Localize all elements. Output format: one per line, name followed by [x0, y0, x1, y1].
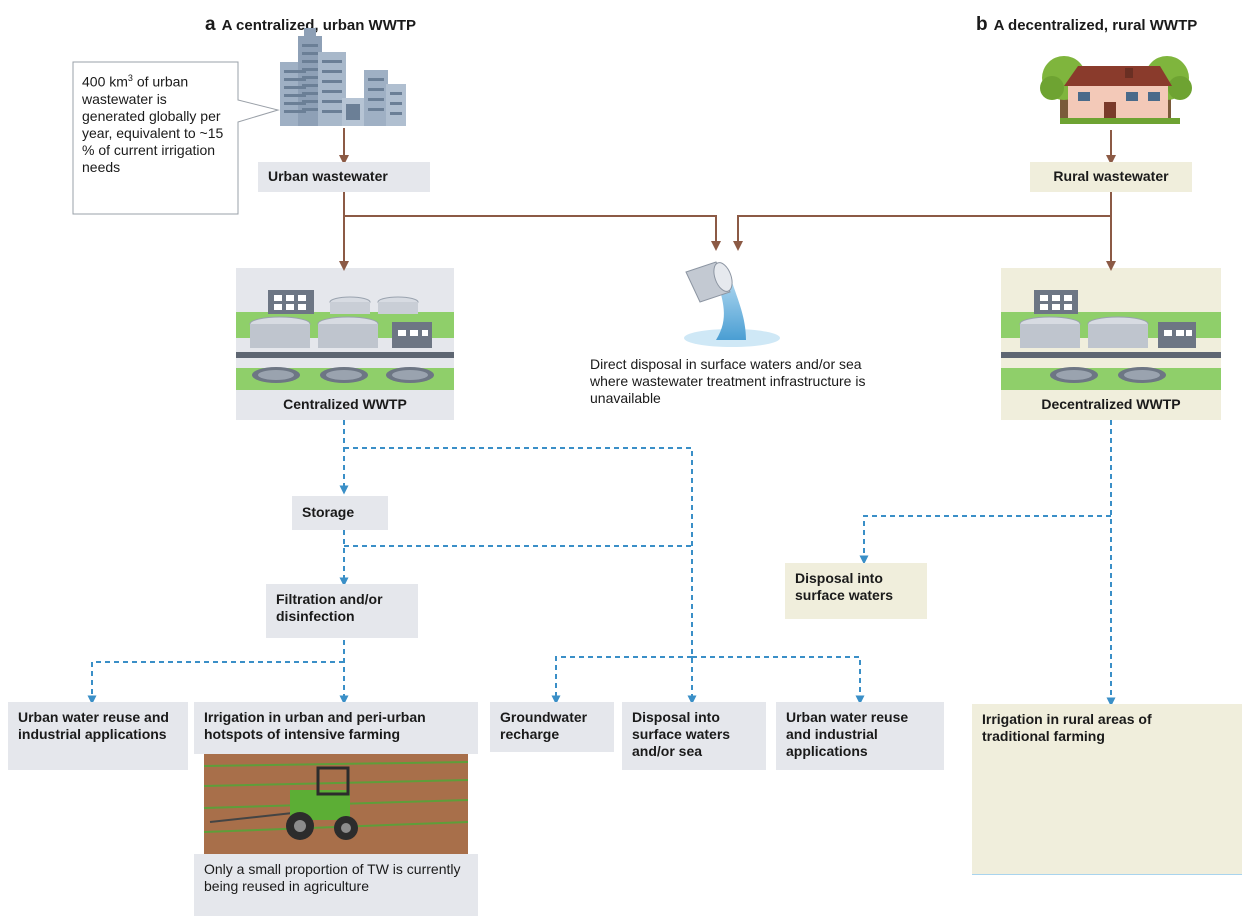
- callout-volume: 400 km: [82, 73, 128, 90]
- callout-shape: [72, 61, 280, 215]
- callout-text: 400 km3 of urban wastewater is generated…: [82, 70, 232, 176]
- decentralized-wwtp-label: Decentralized WWTP: [1001, 392, 1221, 420]
- disposal-sea-label: Disposal into surface waters and/or sea: [622, 702, 766, 770]
- callout-superscript: 3: [127, 73, 133, 83]
- rural-house-icon: [1040, 56, 1192, 124]
- urban-reuse-label-1: Urban water reuse and industrial applica…: [8, 702, 188, 770]
- irrigation-rural-label: Irrigation in rural areas of traditional…: [972, 704, 1242, 874]
- panel-a-letter: a: [205, 14, 216, 35]
- city-buildings-icon: [280, 28, 406, 126]
- panel-a-title: a A centralized, urban WWTP: [205, 14, 416, 36]
- centralized-wwtp-label: Centralized WWTP: [236, 392, 454, 420]
- disposal-surface-label: Disposal into surface waters: [785, 563, 927, 619]
- rural-wastewater-label: Rural wastewater: [1030, 162, 1192, 192]
- centralized-wwtp-illustration: [236, 268, 454, 392]
- panel-b-letter: b: [976, 14, 988, 35]
- dashed-flow-arrows: [87, 420, 1116, 707]
- irrigation-urban-label: Irrigation in urban and peri-urban hotsp…: [194, 702, 478, 754]
- decentralized-wwtp-illustration: [1001, 268, 1221, 392]
- tractor-field-illustration: [203, 752, 469, 854]
- tw-note-caption: Only a small proportion of TW is current…: [194, 854, 478, 916]
- panel-b-title: b A decentralized, rural WWTP: [976, 14, 1197, 36]
- urban-reuse-label-2: Urban water reuse and industrial applica…: [776, 702, 944, 770]
- storage-label: Storage: [292, 496, 388, 530]
- solid-flow-arrows: [339, 128, 1116, 271]
- panel-b-title-text: A decentralized, rural WWTP: [993, 17, 1198, 34]
- pipe-water-icon: [684, 261, 780, 347]
- callout-body: of urban wastewater is generated globall…: [82, 73, 224, 175]
- filtration-label: Filtration and/or disinfection: [266, 584, 418, 638]
- groundwater-label: Groundwater recharge: [490, 702, 614, 752]
- panel-a-title-text: A centralized, urban WWTP: [221, 17, 417, 34]
- urban-wastewater-label: Urban wastewater: [258, 162, 430, 192]
- direct-disposal-caption: Direct disposal in surface waters and/or…: [590, 356, 866, 406]
